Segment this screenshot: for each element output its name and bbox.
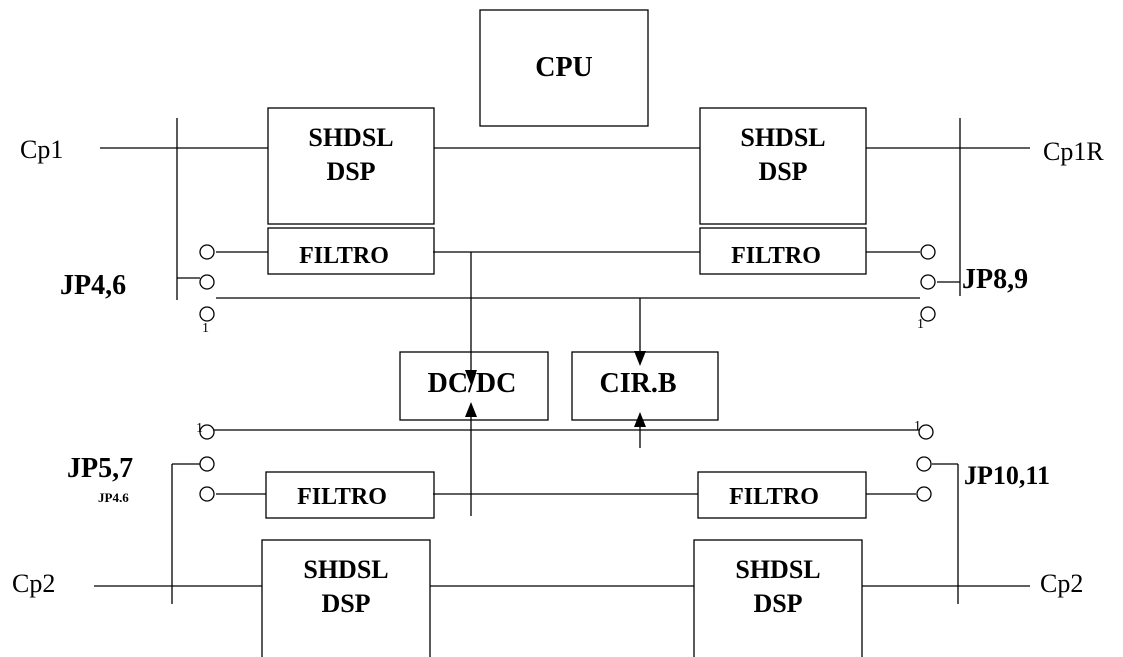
shdsl-dsp-top-right: SHDSL DSP	[699, 107, 867, 225]
jp46-wiring	[176, 118, 200, 300]
pin-1-marker: 1	[196, 421, 203, 436]
block-label: SHDSL	[308, 123, 393, 152]
arrow-up-dcdc	[465, 402, 477, 516]
jp57-wiring	[171, 463, 200, 604]
cpu-block: CPU	[479, 9, 649, 127]
filtro-top-left: FILTRO	[267, 227, 435, 275]
arrow-to-dcdc	[465, 252, 477, 385]
block-label: SHDSL	[303, 555, 388, 584]
filtro-bottom-left: FILTRO	[265, 471, 435, 519]
jumper-pins-left-top: 1	[199, 244, 215, 336]
jumper-pins-right-top: 1	[917, 244, 936, 332]
block-label: DSP	[758, 157, 807, 186]
block-label: DSP	[753, 589, 802, 618]
block-label: FILTRO	[299, 243, 389, 269]
block-label: DSP	[321, 589, 370, 618]
jumper-jp46-small-label: JP4,6	[98, 490, 129, 505]
pin-1-marker: 1	[202, 321, 209, 336]
arrow-to-cirb	[634, 298, 646, 366]
block-label: FILTRO	[297, 484, 387, 510]
block-label: CIR.B	[599, 368, 676, 399]
cpu-label: CPU	[535, 52, 593, 83]
cirb-block: CIR.B	[571, 351, 719, 421]
jumper-pins-left-bottom: 1	[196, 421, 215, 502]
pin-1-marker: 1	[917, 317, 924, 332]
shdsl-dsp-bottom-left: SHDSL DSP	[261, 539, 431, 657]
filtro-bottom-right: FILTRO	[697, 471, 867, 519]
jp1011-wiring	[932, 463, 959, 604]
block-label: DSP	[326, 157, 375, 186]
pin-1-marker: 1	[914, 419, 921, 434]
jumper-jp89-label: JP8,9	[962, 264, 1028, 295]
port-cp2-right-label: Cp2	[1040, 569, 1083, 598]
jp89-wiring	[937, 118, 961, 296]
port-cp2-left-label: Cp2	[12, 569, 55, 598]
block-label: SHDSL	[735, 555, 820, 584]
port-cp1r-label: Cp1R	[1043, 137, 1104, 166]
block-label: FILTRO	[729, 484, 819, 510]
jumper-jp57-label: JP5,7	[67, 453, 133, 484]
dcdc-block: DC/DC	[399, 351, 549, 421]
label-clip	[90, 502, 170, 512]
filtro-top-right: FILTRO	[699, 227, 867, 275]
jumper-pins-right-bottom: 1	[914, 419, 934, 502]
port-cp1-label: Cp1	[20, 135, 63, 164]
shdsl-dsp-top-left: SHDSL DSP	[267, 107, 435, 225]
jumper-jp46-label: JP4,6	[60, 270, 126, 301]
shdsl-dsp-bottom-right: SHDSL DSP	[693, 539, 863, 657]
block-label: SHDSL	[740, 123, 825, 152]
block-label: FILTRO	[731, 243, 821, 269]
jumper-jp1011-label: JP10,11	[964, 461, 1050, 490]
block-label: DC/DC	[428, 368, 517, 399]
